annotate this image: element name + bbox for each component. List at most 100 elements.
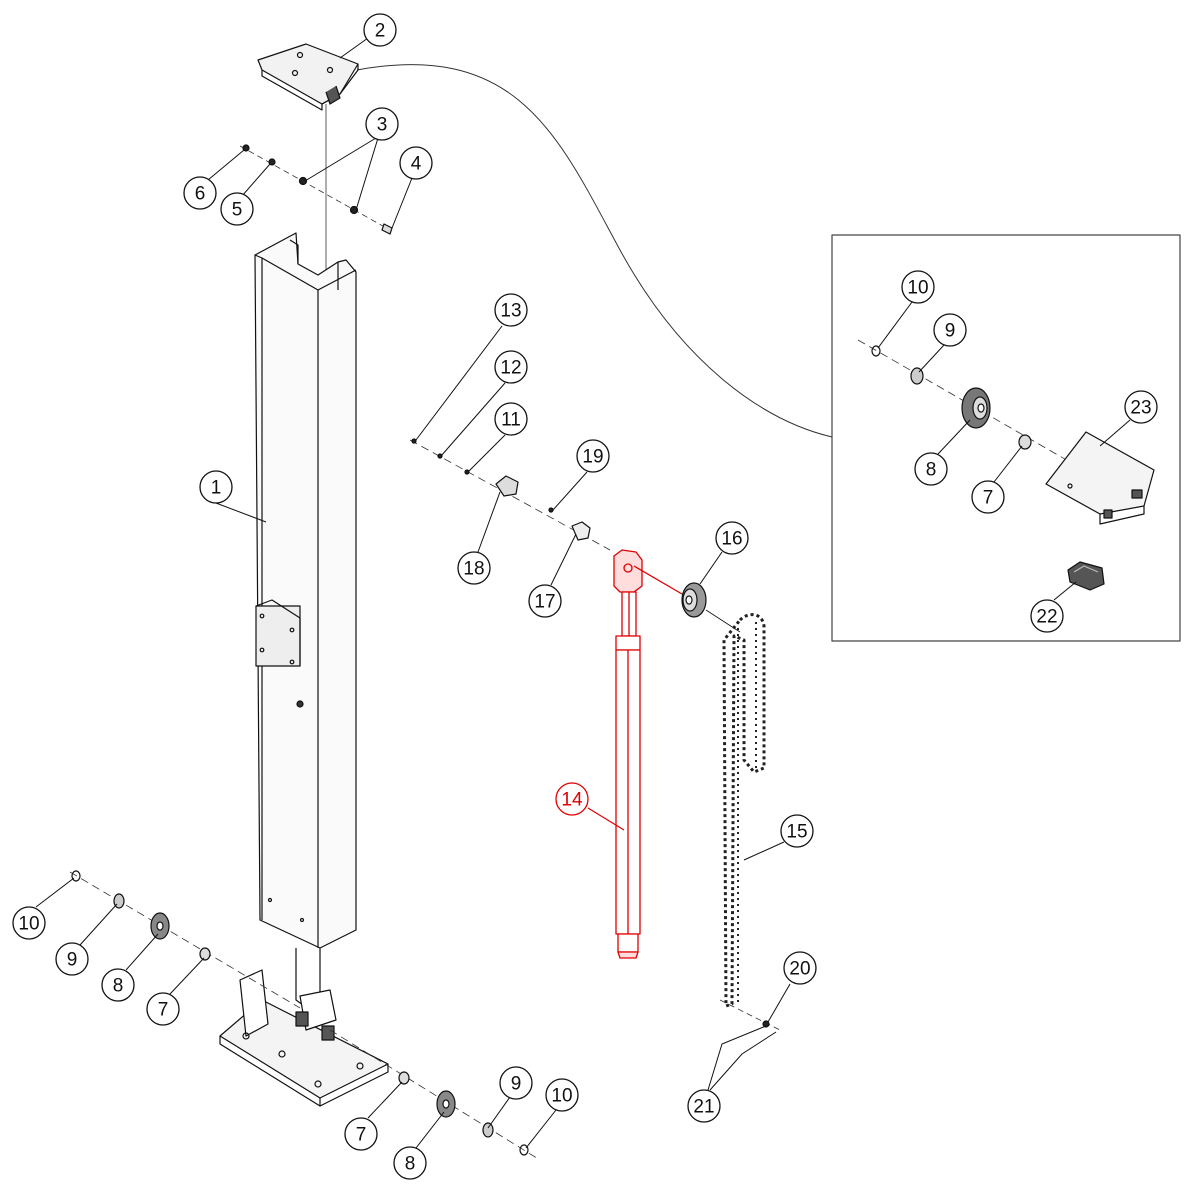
callout-number: 10 <box>18 914 39 935</box>
callout-number: 14 <box>561 790 583 811</box>
callout-circle <box>101 968 135 1002</box>
callout-8: 8 <box>101 968 135 1002</box>
callout-number: 9 <box>945 321 956 342</box>
callout-circle <box>545 1078 579 1112</box>
callout-15: 15 <box>780 814 814 848</box>
main-column-post <box>254 232 357 1011</box>
callout-16: 16 <box>715 521 749 555</box>
callout-number: 8 <box>405 1154 416 1175</box>
callout-20: 20 <box>783 951 817 985</box>
top-bolt-row <box>239 144 393 235</box>
callout-number: 22 <box>1036 607 1057 628</box>
callout-number: 9 <box>67 950 78 971</box>
callout-number: 18 <box>463 559 484 580</box>
callout-number: 7 <box>983 488 994 509</box>
callout-number: 7 <box>158 1000 169 1021</box>
chain-end-pin <box>719 999 781 1031</box>
callout-23: 23 <box>1124 390 1158 424</box>
callout-circle <box>399 146 433 180</box>
callout-number: 10 <box>551 1086 572 1107</box>
callout-10: 10 <box>901 270 935 304</box>
callout-number: 2 <box>375 21 386 42</box>
callout-number: 5 <box>232 200 243 221</box>
callout-22: 22 <box>1030 599 1064 633</box>
callout-circle <box>971 480 1005 514</box>
callout-number: 12 <box>500 358 521 379</box>
callout-circle <box>55 942 89 976</box>
callout-circle <box>363 13 397 47</box>
inset-slider-block <box>1067 561 1105 591</box>
callout-circle <box>555 782 589 816</box>
callout-13: 13 <box>494 293 528 327</box>
callout-number: 16 <box>721 529 742 550</box>
callout-1: 1 <box>199 470 233 504</box>
callout-circle <box>12 906 46 940</box>
callout-circle <box>1030 599 1064 633</box>
top-cap-plate <box>257 43 359 111</box>
detail-inset-frame <box>831 234 1181 642</box>
callout-circle <box>344 1117 378 1151</box>
callout-number: 15 <box>786 822 807 843</box>
callout-14: 14 <box>555 782 589 816</box>
callout-8: 8 <box>393 1146 427 1180</box>
callout-number: 10 <box>907 278 928 299</box>
callout-7: 7 <box>971 480 1005 514</box>
callout-number: 13 <box>500 301 521 322</box>
callout-number: 21 <box>693 1097 714 1118</box>
callout-11: 11 <box>494 402 528 436</box>
callout-9: 9 <box>933 313 967 347</box>
callout-circle <box>499 1066 533 1100</box>
callout-number: 19 <box>582 447 603 468</box>
callout-number: 1 <box>211 478 222 499</box>
detail-leader-curve <box>356 64 833 438</box>
callout-number: 8 <box>113 976 124 997</box>
callout-circle <box>528 584 562 618</box>
callout-3: 3 <box>365 107 399 141</box>
callout-10: 10 <box>12 906 46 940</box>
hydraulic-cylinder <box>613 549 683 959</box>
callout-circle <box>365 107 399 141</box>
callout-number: 4 <box>411 154 422 175</box>
callout-9: 9 <box>55 942 89 976</box>
callout-number: 3 <box>377 115 388 136</box>
callout-8: 8 <box>914 452 948 486</box>
callout-circle <box>576 439 610 473</box>
callout-circle <box>457 551 491 585</box>
callout-10: 10 <box>545 1078 579 1112</box>
callout-leaders <box>35 37 1131 1149</box>
callout-circle <box>494 402 528 436</box>
callout-circle <box>1124 390 1158 424</box>
leaf-chain <box>722 613 766 1008</box>
callout-number: 7 <box>356 1125 367 1146</box>
callout-5: 5 <box>220 192 254 226</box>
callout-7: 7 <box>146 992 180 1026</box>
callout-7: 7 <box>344 1117 378 1151</box>
left-pulley-axle-stack <box>69 870 301 1009</box>
callout-17: 17 <box>528 584 562 618</box>
callout-circle <box>199 470 233 504</box>
callout-number: 20 <box>789 959 810 980</box>
callout-2: 2 <box>363 13 397 47</box>
callout-18: 18 <box>457 551 491 585</box>
callout-4: 4 <box>399 146 433 180</box>
callout-circle <box>715 521 749 555</box>
callout-layer: 1234561312111918171614152021109877891010… <box>12 13 1158 1180</box>
callout-21: 21 <box>687 1089 721 1123</box>
callout-circle <box>146 992 180 1026</box>
callout-12: 12 <box>494 350 528 384</box>
callout-circle <box>933 313 967 347</box>
callout-circle <box>494 293 528 327</box>
chain-sheave-pulley <box>681 582 741 633</box>
callout-circle <box>687 1089 721 1123</box>
cylinder-pin-stack <box>409 438 611 551</box>
callout-circle <box>494 350 528 384</box>
right-pulley-axle-stack <box>329 1029 541 1161</box>
callout-9: 9 <box>499 1066 533 1100</box>
callout-number: 23 <box>1130 398 1151 419</box>
callout-circle <box>914 452 948 486</box>
callout-circle <box>780 814 814 848</box>
callout-circle <box>393 1146 427 1180</box>
inset-pulley-axle-stack <box>857 339 1071 463</box>
